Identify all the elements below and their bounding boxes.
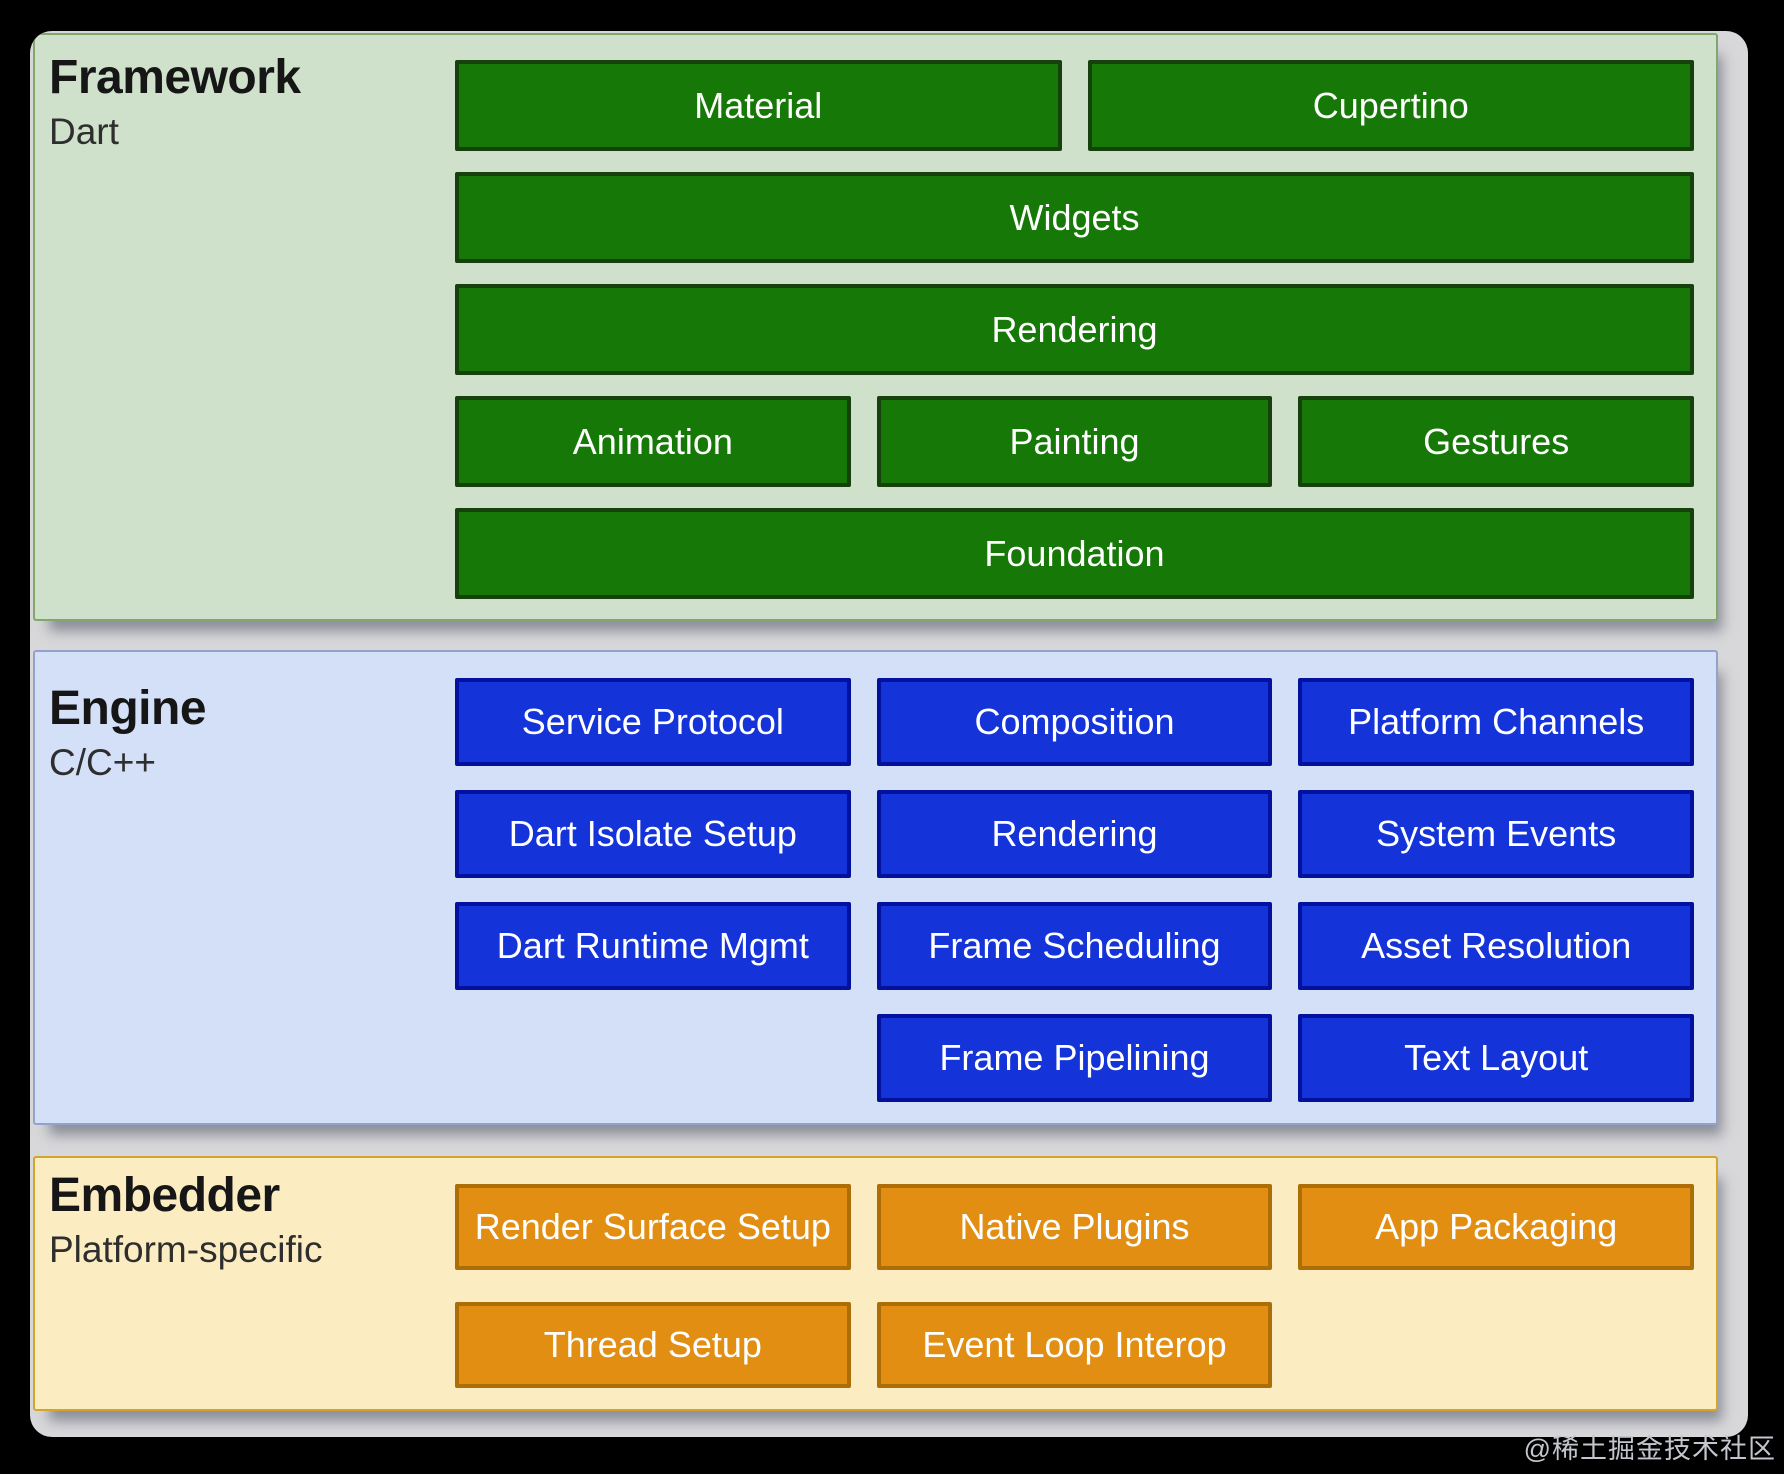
engine-title-block: Engine C/C++ xyxy=(49,682,439,786)
framework-title-block: Framework Dart xyxy=(49,51,439,155)
box-row: Widgets xyxy=(455,172,1694,263)
box-row: Dart Runtime Mgmt Frame Scheduling Asset R… xyxy=(455,902,1695,990)
box-composition: Composition xyxy=(876,678,1273,766)
empty-cell xyxy=(1298,1302,1694,1388)
box-frame-pipelining: Frame Pipelining xyxy=(876,1014,1273,1102)
layer-card-engine: Engine C/C++ Service Protocol Composition… xyxy=(33,650,1718,1125)
boxes-grid: Render Surface Setup Native Plugins App Pa… xyxy=(455,1184,1695,1388)
watermark-text: @稀土掘金技术社区 xyxy=(1523,1434,1776,1464)
box-gestures: Gestures xyxy=(1298,396,1695,487)
layer-card-embedder: Embedder Platform-specific Render Surfac… xyxy=(33,1156,1718,1411)
box-painting: Painting xyxy=(876,396,1273,487)
embedder-subtitle: Platform-specific xyxy=(49,1228,323,1270)
box-row: Thread Setup Event Loop Interop xyxy=(455,1302,1694,1388)
box-asset-resolution: Asset Resolution xyxy=(1298,902,1695,990)
box-widgets: Widgets xyxy=(455,172,1694,263)
box-native-plugins: Native Plugins xyxy=(876,1184,1273,1270)
box-material: Material xyxy=(455,60,1062,151)
box-row: Frame Pipelining Text Layout xyxy=(455,1014,1695,1102)
framework-title: Framework xyxy=(49,51,301,104)
box-dart-isolate-setup: Dart Isolate Setup xyxy=(455,790,851,878)
box-rendering: Rendering xyxy=(455,284,1694,375)
box-row: Foundation xyxy=(455,508,1694,599)
box-row: Animation Painting Gestures xyxy=(455,396,1695,487)
engine-title: Engine xyxy=(49,682,207,735)
box-app-packaging: App Packaging xyxy=(1298,1184,1695,1270)
box-text-layout: Text Layout xyxy=(1298,1014,1695,1102)
box-row: Dart Isolate Setup Rendering System Events xyxy=(455,790,1695,878)
framework-subtitle: Dart xyxy=(49,110,119,152)
box-row: Service Protocol Composition Platform Chan… xyxy=(455,678,1695,766)
box-foundation: Foundation xyxy=(455,508,1694,599)
box-render-surface-setup: Render Surface Setup xyxy=(455,1184,851,1270)
embedder-title: Embedder xyxy=(49,1169,280,1222)
engine-subtitle: C/C++ xyxy=(49,741,156,783)
boxes-grid: Service Protocol Composition Platform Chan… xyxy=(455,678,1695,1102)
box-event-loop-interop: Event Loop Interop xyxy=(876,1302,1273,1388)
box-system-events: System Events xyxy=(1298,790,1695,878)
box-row: Render Surface Setup Native Plugins App Pa… xyxy=(455,1184,1695,1270)
box-row: Rendering xyxy=(455,284,1694,375)
box-thread-setup: Thread Setup xyxy=(455,1302,851,1388)
box-frame-scheduling: Frame Scheduling xyxy=(876,902,1273,990)
box-service-protocol: Service Protocol xyxy=(455,678,851,766)
box-dart-runtime-mgmt: Dart Runtime Mgmt xyxy=(455,902,851,990)
empty-cell xyxy=(455,1014,851,1102)
box-animation: Animation xyxy=(455,396,851,487)
box-platform-channels: Platform Channels xyxy=(1298,678,1695,766)
box-cupertino: Cupertino xyxy=(1087,60,1694,151)
box-row: Material Cupertino xyxy=(455,60,1694,151)
embedder-title-block: Embedder Platform-specific xyxy=(49,1169,439,1273)
box-rendering: Rendering xyxy=(876,790,1273,878)
